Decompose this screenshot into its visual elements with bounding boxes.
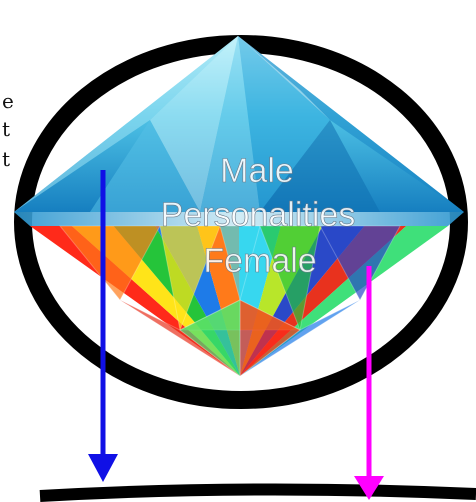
bottom-curve <box>40 489 476 496</box>
edge-glyph: t <box>2 117 10 141</box>
label-male: Male <box>220 152 294 190</box>
edge-glyph: e <box>2 89 14 113</box>
label-female: Female <box>203 242 316 280</box>
label-personalities: Personalities <box>161 196 356 234</box>
edge-glyph: t <box>2 147 10 171</box>
